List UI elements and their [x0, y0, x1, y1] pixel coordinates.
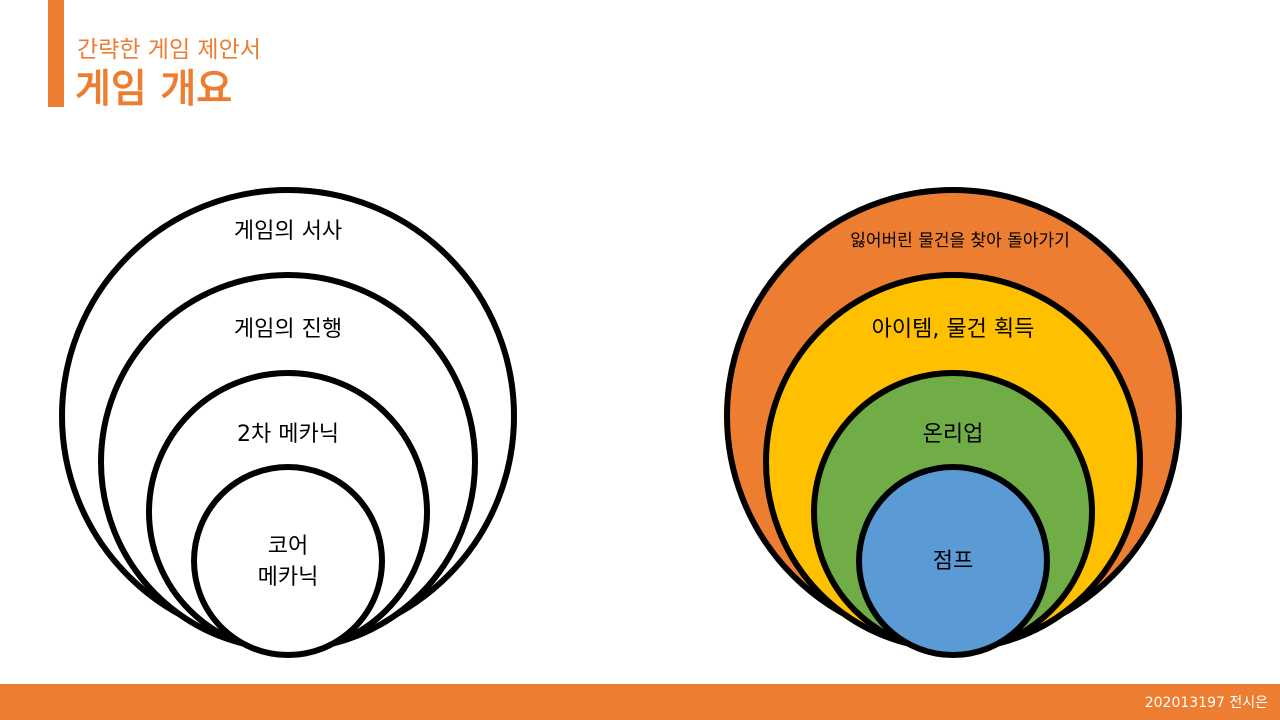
left-nested-diagram: 게임의 서사 게임의 진행 2차 메카닉 코어 메카닉 [59, 187, 517, 658]
right-layer-2-label: 아이템, 물건 획득 [872, 317, 1035, 342]
left-layer-3-label: 2차 메카닉 [237, 422, 339, 447]
right-layer-4-circle [856, 464, 1050, 658]
left-layer-4-label-line-1: 코어 [268, 534, 308, 559]
right-nested-diagram: 잃어버린 물건을 찾아 돌아가기 아이템, 물건 획득 온리업 점프 [724, 187, 1182, 658]
title-accent-bar [48, 0, 64, 107]
left-layer-1-label: 게임의 서사 [234, 219, 342, 244]
footer-bar: 202013197 전시은 [0, 684, 1280, 720]
right-layer-4-label: 점프 [933, 549, 973, 574]
right-layer-3-label: 온리업 [923, 422, 984, 447]
right-layer-1-label: 잃어버린 물건을 찾아 돌아가기 [850, 231, 1070, 251]
left-layer-2-label: 게임의 진행 [234, 317, 342, 342]
left-layer-4-label-line-2: 메카닉 [258, 565, 319, 590]
slide-subtitle: 간략한 게임 제안서 [77, 37, 261, 63]
left-layer-4-circle [191, 464, 385, 658]
footer-student-id: 202013197 전시은 [1144, 695, 1268, 711]
slide-title: 게임 개요 [75, 67, 233, 112]
